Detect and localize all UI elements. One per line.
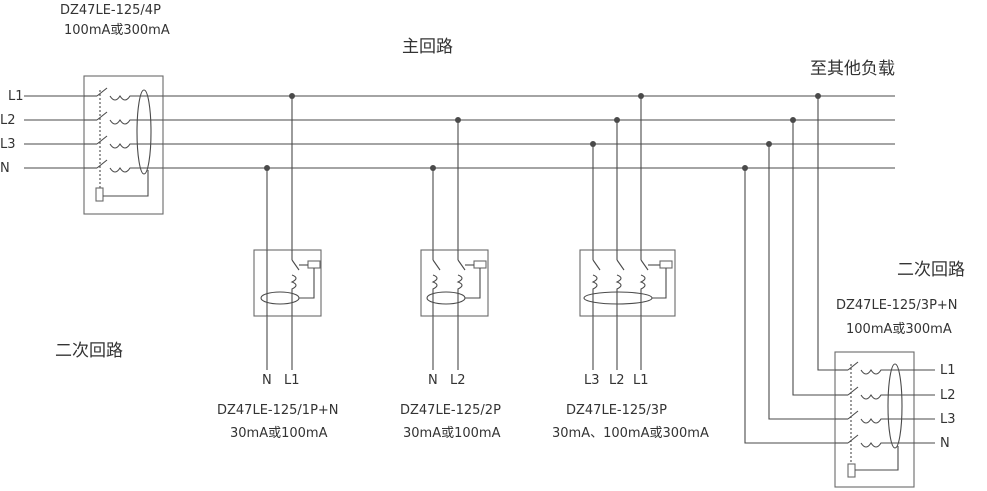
breaker-3pn-right (834, 351, 935, 488)
breaker-2p (420, 249, 489, 317)
secondary-circuit-right: 二次回路 (897, 260, 965, 280)
breaker2-terminal-n: N (428, 373, 438, 388)
main-circuit-label: 主回路 (402, 37, 453, 57)
breaker1-terminal-n: N (262, 373, 272, 388)
to-other-loads-label: 至其他负载 (810, 59, 895, 79)
main-trip-coil (95, 187, 104, 202)
breaker3-model: DZ47LE-125/3P (566, 403, 667, 418)
breaker-1pn (253, 249, 322, 317)
right-breaker-model: DZ47LE-125/3P+N (836, 298, 958, 313)
right-out-l2: L2 (940, 388, 956, 403)
breaker3-terminal-l1: L1 (633, 373, 649, 388)
breaker2-box (420, 249, 489, 317)
breaker1-terminal-l1: L1 (284, 373, 300, 388)
right-out-l1: L1 (940, 363, 956, 378)
bus-label-l2: L2 (0, 113, 16, 128)
breaker3-terminal-l3: L3 (584, 373, 600, 388)
labels: DZ47LE-125/4P 100mA或300mA 主回路 至其他负载 L1 L… (0, 3, 965, 451)
branch-taps (266, 96, 848, 444)
breaker3-current: 30mA、100mA或300mA (552, 426, 709, 441)
breaker2-terminal-l2: L2 (450, 373, 466, 388)
bus-label-l1: L1 (8, 89, 24, 104)
main-bus (24, 95, 895, 169)
main-breaker-model: DZ47LE-125/4P (60, 3, 161, 18)
breaker3-terminal-l2: L2 (609, 373, 625, 388)
secondary-circuit-left: 二次回路 (55, 341, 123, 361)
breaker1-box (253, 249, 322, 317)
breaker1-model: DZ47LE-125/1P+N (217, 403, 339, 418)
right-out-n: N (940, 436, 950, 451)
right-out-l3: L3 (940, 412, 956, 427)
main-ct-ring (136, 89, 152, 175)
breaker-3p (579, 249, 676, 317)
main-breaker-4p (83, 75, 164, 215)
bus-label-n: N (0, 161, 10, 176)
bus-label-l3: L3 (0, 137, 16, 152)
breaker2-model: DZ47LE-125/2P (400, 403, 501, 418)
main-breaker-current: 100mA或300mA (64, 23, 170, 38)
junction-dots (264, 93, 821, 171)
right-breaker-current: 100mA或300mA (846, 322, 952, 337)
breaker1-current: 30mA或100mA (230, 426, 328, 441)
breaker2-current: 30mA或100mA (403, 426, 501, 441)
